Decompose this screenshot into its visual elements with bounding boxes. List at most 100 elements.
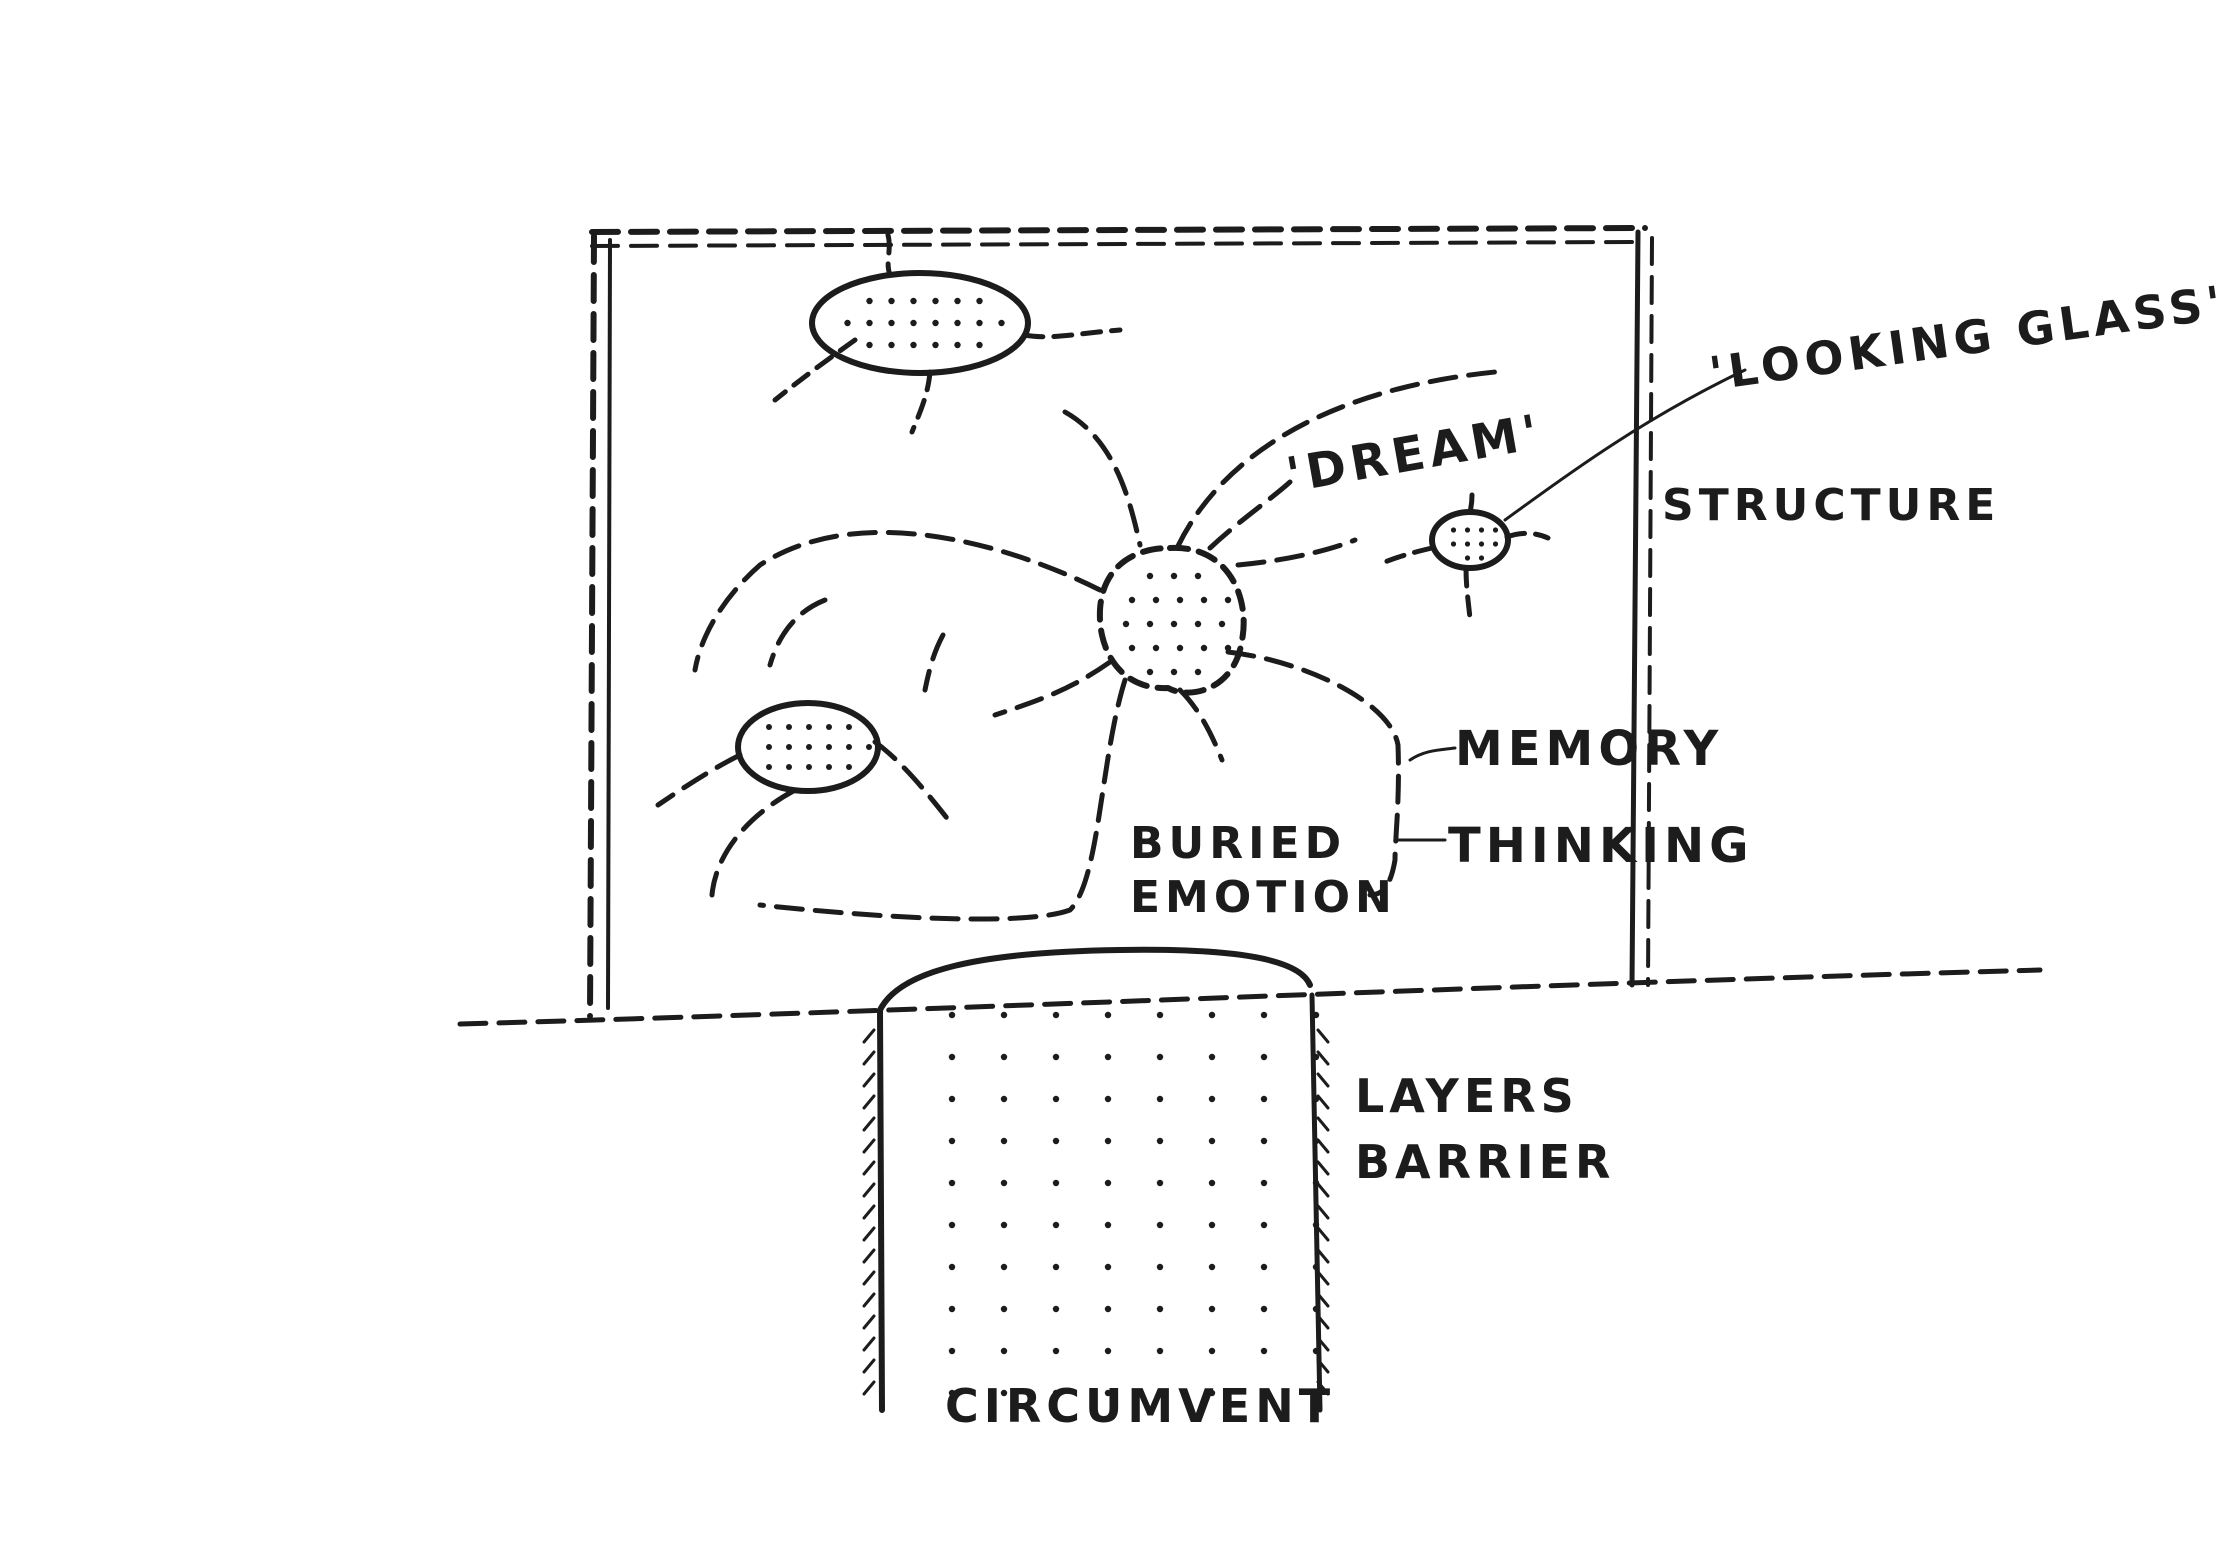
stipple-dot — [1260, 1095, 1268, 1103]
stipple-dot — [1260, 1179, 1268, 1187]
stipple-dot — [1146, 668, 1154, 676]
stipple-dot — [1156, 1263, 1164, 1271]
stipple-dot — [948, 1179, 956, 1187]
stipple-dot — [826, 764, 832, 770]
hatch-mark — [862, 1314, 876, 1330]
stipple-dot — [806, 744, 812, 750]
stipple-dot — [910, 297, 917, 305]
stipple-dot — [1000, 1263, 1008, 1271]
top-node — [772, 232, 1123, 435]
label-emotion: EMOTION — [1130, 872, 1397, 923]
hatch-mark — [1316, 1248, 1330, 1264]
stipple-dot — [948, 1137, 956, 1145]
stipple-dot — [1312, 1347, 1320, 1355]
stipple-dot — [766, 744, 772, 750]
stipple-dot — [948, 1221, 956, 1229]
stipple-dot — [1194, 668, 1202, 676]
hatch-mark — [1316, 1270, 1330, 1286]
stipple-dot — [954, 297, 961, 305]
stipple-dot — [1208, 1053, 1216, 1061]
hatch-mark — [1316, 1204, 1330, 1220]
stipple-dot — [1104, 1389, 1112, 1397]
hatch-mark — [1316, 1358, 1330, 1374]
hatch-mark — [1316, 1314, 1330, 1330]
stipple-dot — [1156, 1053, 1164, 1061]
stipple-dot — [1156, 1221, 1164, 1229]
stipple-dot — [1104, 1263, 1112, 1271]
stipple-dot — [846, 724, 852, 730]
stipple-dot — [1000, 1347, 1008, 1355]
stipple-dot — [846, 744, 852, 750]
stipple-dot — [1260, 1221, 1268, 1229]
stipple-dot — [948, 1305, 956, 1313]
stipple-dot — [1208, 1179, 1216, 1187]
stipple-dot — [866, 341, 873, 349]
stipple-dot — [1200, 596, 1208, 604]
stipple-dot — [1000, 1305, 1008, 1313]
stipple-dot — [1156, 1389, 1164, 1397]
hatch-mark — [1316, 1336, 1330, 1352]
stipple-dot — [1052, 1263, 1060, 1271]
stipple-dot — [1170, 668, 1178, 676]
stipple-dot — [1208, 1095, 1216, 1103]
stipple-dot — [766, 724, 772, 730]
stipple-dot — [1224, 596, 1232, 604]
stipple-dot — [1478, 541, 1485, 547]
stipple-dot — [1000, 1137, 1008, 1145]
stipple-dot — [976, 319, 983, 327]
stipple-dot — [1000, 1179, 1008, 1187]
hatch-mark — [862, 1160, 876, 1176]
hatch-mark — [1316, 1182, 1330, 1198]
stipple-dot — [1194, 620, 1202, 628]
stipple-dot — [1312, 1137, 1320, 1145]
stipple-dot — [1312, 1263, 1320, 1271]
stipple-dot — [1052, 1305, 1060, 1313]
stipple-dot — [1104, 1095, 1112, 1103]
hatch-mark — [862, 1028, 876, 1044]
hatch-mark — [1316, 1094, 1330, 1110]
stipple-dot — [948, 1389, 956, 1397]
hatch-mark — [1316, 1160, 1330, 1176]
stipple-dot — [932, 319, 939, 327]
stipple-dot — [1146, 572, 1154, 580]
stipple-dot — [1260, 1263, 1268, 1271]
stipple-dot — [1492, 541, 1499, 547]
stipple-dot — [1156, 1305, 1164, 1313]
stipple-dot — [1312, 1179, 1320, 1187]
stipple-dot — [1000, 1011, 1008, 1019]
label-circumvent: CIRCUMVENT — [945, 1379, 1335, 1433]
leader-lines — [1396, 368, 1747, 842]
stipple-dot — [1000, 1221, 1008, 1229]
hatch-mark — [1316, 1028, 1330, 1044]
stipple-dot — [1156, 1137, 1164, 1145]
stipple-dot — [1052, 1347, 1060, 1355]
hatch-mark — [862, 1336, 876, 1352]
stipple-dot — [786, 724, 792, 730]
stipple-dot — [948, 1263, 956, 1271]
hatch-mark — [1316, 1072, 1330, 1088]
hatch-mark — [1316, 1380, 1330, 1396]
stipple-dot — [948, 1347, 956, 1355]
stipple-dot — [888, 297, 895, 305]
hatch-mark — [862, 1292, 876, 1308]
network-connections — [655, 369, 1498, 922]
stipple-dot — [932, 341, 939, 349]
stipple-dot — [1156, 1095, 1164, 1103]
stipple-dot — [1104, 1179, 1112, 1187]
stipple-dot — [786, 744, 792, 750]
stipple-dot — [998, 319, 1005, 327]
stipple-dot — [1122, 620, 1130, 628]
stipple-dot — [1052, 1221, 1060, 1229]
stipple-dot — [1208, 1347, 1216, 1355]
stipple-dot — [1170, 620, 1178, 628]
label-memory: MEMORY — [1455, 721, 1723, 777]
stipple-dot — [1156, 1011, 1164, 1019]
stipple-dot — [1208, 1137, 1216, 1145]
central-node — [1096, 544, 1247, 696]
lower-left-node — [735, 700, 881, 794]
stipple-dot — [1194, 572, 1202, 580]
stipple-dot — [954, 341, 961, 349]
stipple-dot — [948, 1053, 956, 1061]
stipple-dot — [1104, 1305, 1112, 1313]
ground-line — [457, 967, 2043, 1027]
